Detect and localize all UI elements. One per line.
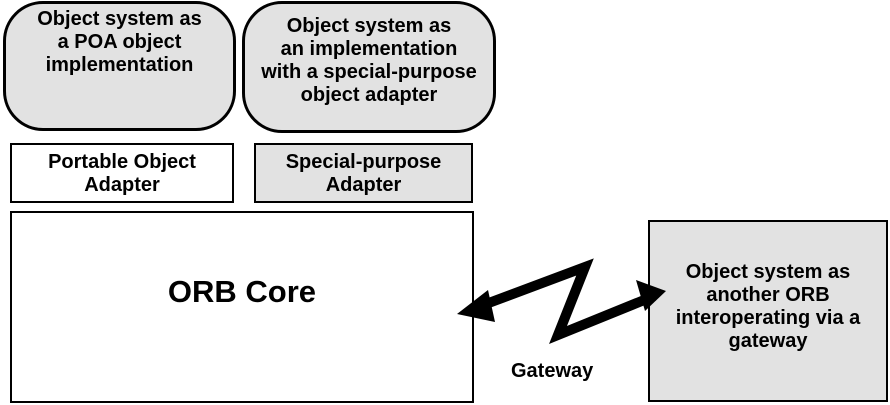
special-object-system-box: Object system as an implementation with … [242, 1, 496, 133]
other-orb-label: Object system as another ORB interoperat… [675, 261, 861, 352]
orb-core-label: ORB Core [167, 274, 317, 309]
special-object-system-label: Object system as an implementation with … [261, 15, 477, 106]
other-orb-box: Object system as another ORB interoperat… [648, 220, 888, 402]
gateway-zigzag [476, 258, 656, 345]
portable-object-adapter-box: Portable Object Adapter [10, 143, 234, 203]
orb-core-box: ORB Core [10, 211, 474, 403]
portable-object-adapter-label: Portable Object Adapter [48, 151, 196, 196]
special-purpose-adapter-label: Special-purpose Adapter [285, 151, 442, 196]
special-purpose-adapter-box: Special-purpose Adapter [254, 143, 473, 203]
poa-object-system-box: Object system as a POA object implementa… [3, 1, 236, 131]
gateway-label: Gateway [511, 360, 594, 382]
poa-object-system-label: Object system as a POA object implementa… [37, 8, 202, 76]
